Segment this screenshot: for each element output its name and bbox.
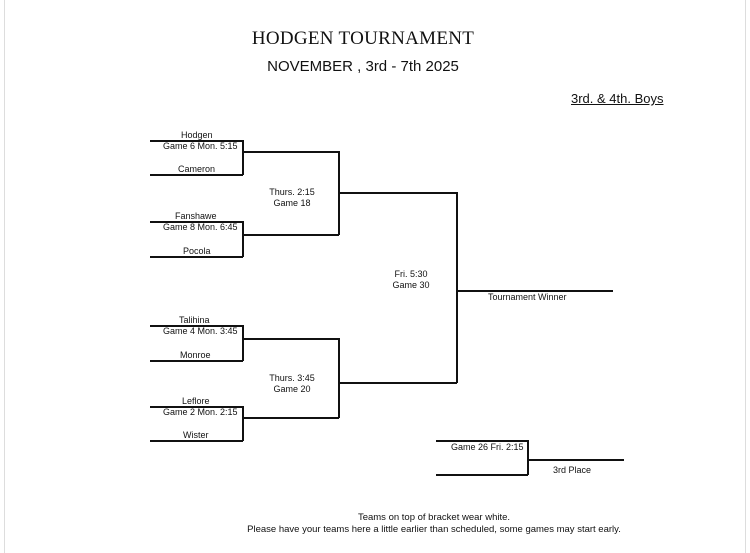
final-game-label: Game 30 [392, 280, 430, 290]
bracket-line [242, 406, 244, 441]
game-label: Game 6 Mon. 5:15 [163, 141, 238, 151]
bracket-line [150, 406, 243, 408]
tournament-winner-label: Tournament Winner [488, 292, 567, 302]
final-time-label: Fri. 5:30 [394, 269, 428, 279]
round2-time-label: Thurs. 3:45 [269, 373, 315, 383]
team-bottom-label: Pocola [183, 246, 211, 256]
bracket-line [150, 440, 243, 442]
bracket-line [338, 192, 457, 194]
bracket-line [150, 140, 243, 142]
team-bottom-label: Cameron [178, 164, 216, 174]
bracket-line [242, 140, 244, 175]
third-place-label: 3rd Place [553, 465, 592, 475]
bracket-line [242, 325, 244, 361]
bracket-line [338, 382, 457, 384]
game-label: Game 2 Mon. 2:15 [163, 407, 238, 417]
team-top-label: Leflore [182, 396, 210, 406]
bracket-line [242, 151, 339, 153]
team-top-label: Hodgen [181, 130, 213, 140]
round2-time-label: Thurs. 2:15 [269, 187, 315, 197]
bracket-line [456, 192, 458, 383]
bracket-line [242, 338, 339, 340]
bracket-line [338, 338, 340, 418]
tournament-dates: NOVEMBER , 3rd - 7th 2025 [267, 58, 459, 75]
footer-note-line1: Teams on top of bracket wear white. [357, 512, 511, 523]
bracket-line [242, 417, 339, 419]
bracket-line [242, 221, 244, 257]
bracket-line [150, 221, 243, 223]
division-label: 3rd. & 4th. Boys [571, 91, 664, 106]
bracket-line [436, 440, 528, 442]
team-bottom-label: Wister [183, 430, 209, 440]
bracket-line [436, 474, 528, 476]
third-place-game-label: Game 26 Fri. 2:15 [451, 442, 524, 452]
round2-game-label: Game 18 [273, 198, 311, 208]
round2-game-label: Game 20 [273, 384, 311, 394]
game-label: Game 4 Mon. 3:45 [163, 326, 238, 336]
bracket-line [527, 459, 624, 461]
page-border-left [4, 0, 5, 553]
team-top-label: Talihina [179, 315, 210, 325]
bracket-line [527, 440, 529, 475]
bracket-line [150, 325, 243, 327]
bracket-line [456, 290, 613, 292]
tournament-title: HODGEN TOURNAMENT [251, 28, 475, 49]
bracket-line [242, 234, 339, 236]
team-bottom-label: Monroe [180, 350, 211, 360]
bracket-line [150, 174, 243, 176]
bracket-line [150, 256, 243, 258]
game-label: Game 8 Mon. 6:45 [163, 222, 238, 232]
footer-note-line2: Please have your teams here a little ear… [247, 524, 621, 535]
bracket-line [150, 360, 243, 362]
page-border-right [745, 0, 746, 553]
team-top-label: Fanshawe [175, 211, 217, 221]
